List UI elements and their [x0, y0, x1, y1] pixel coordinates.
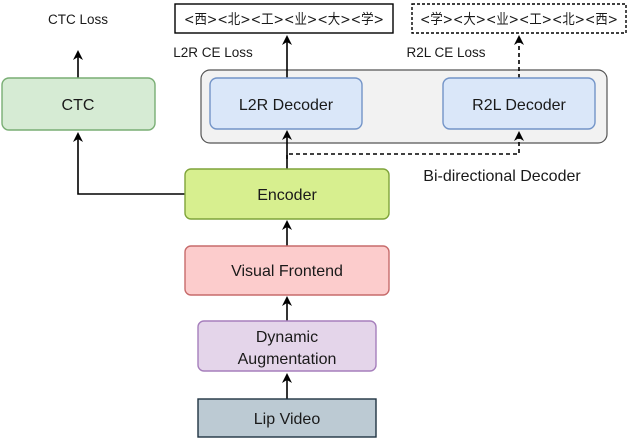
l2r-output-box [174, 3, 394, 34]
visual-frontend-box [184, 245, 390, 296]
l2r-decoder-box [209, 77, 363, 130]
arrow-encoder-to-ctc [73, 132, 185, 195]
r2l-output-sequence: <学><大><业><工><北><西> [420, 12, 618, 28]
r2l-ce-loss-label: R2L CE Loss [406, 45, 485, 60]
encoder-label: Encoder [257, 187, 317, 204]
connectors [73, 35, 524, 399]
r2l-decoder-label: R2L Decoder [472, 97, 566, 114]
r2l-decoder-box [442, 77, 596, 130]
l2r-decoder-label: L2R Decoder [239, 97, 334, 114]
encoder-box [184, 168, 390, 220]
ctc-label: CTC [62, 97, 95, 114]
visual-frontend-label: Visual Frontend [231, 263, 343, 280]
bidirectional-decoder-label: Bi-directional Decoder [423, 168, 581, 185]
lip-video-label: Lip Video [254, 411, 321, 428]
l2r-ce-loss-label: L2R CE Loss [173, 45, 253, 60]
l2r-output-sequence: <西><北><工><业><大><学> [184, 12, 384, 28]
ctc-box [1, 77, 156, 131]
arrow-encoder-to-r2l-decoder [286, 131, 524, 159]
dynamic-augmentation-box [197, 320, 377, 372]
lip-video-box [197, 398, 377, 438]
ctc-loss-label: CTC Loss [48, 12, 108, 27]
dynamic-augmentation-label-line1: Dynamic [256, 329, 318, 346]
dynamic-augmentation-label-line2: Augmentation [238, 351, 337, 368]
r2l-output-box [411, 3, 627, 34]
